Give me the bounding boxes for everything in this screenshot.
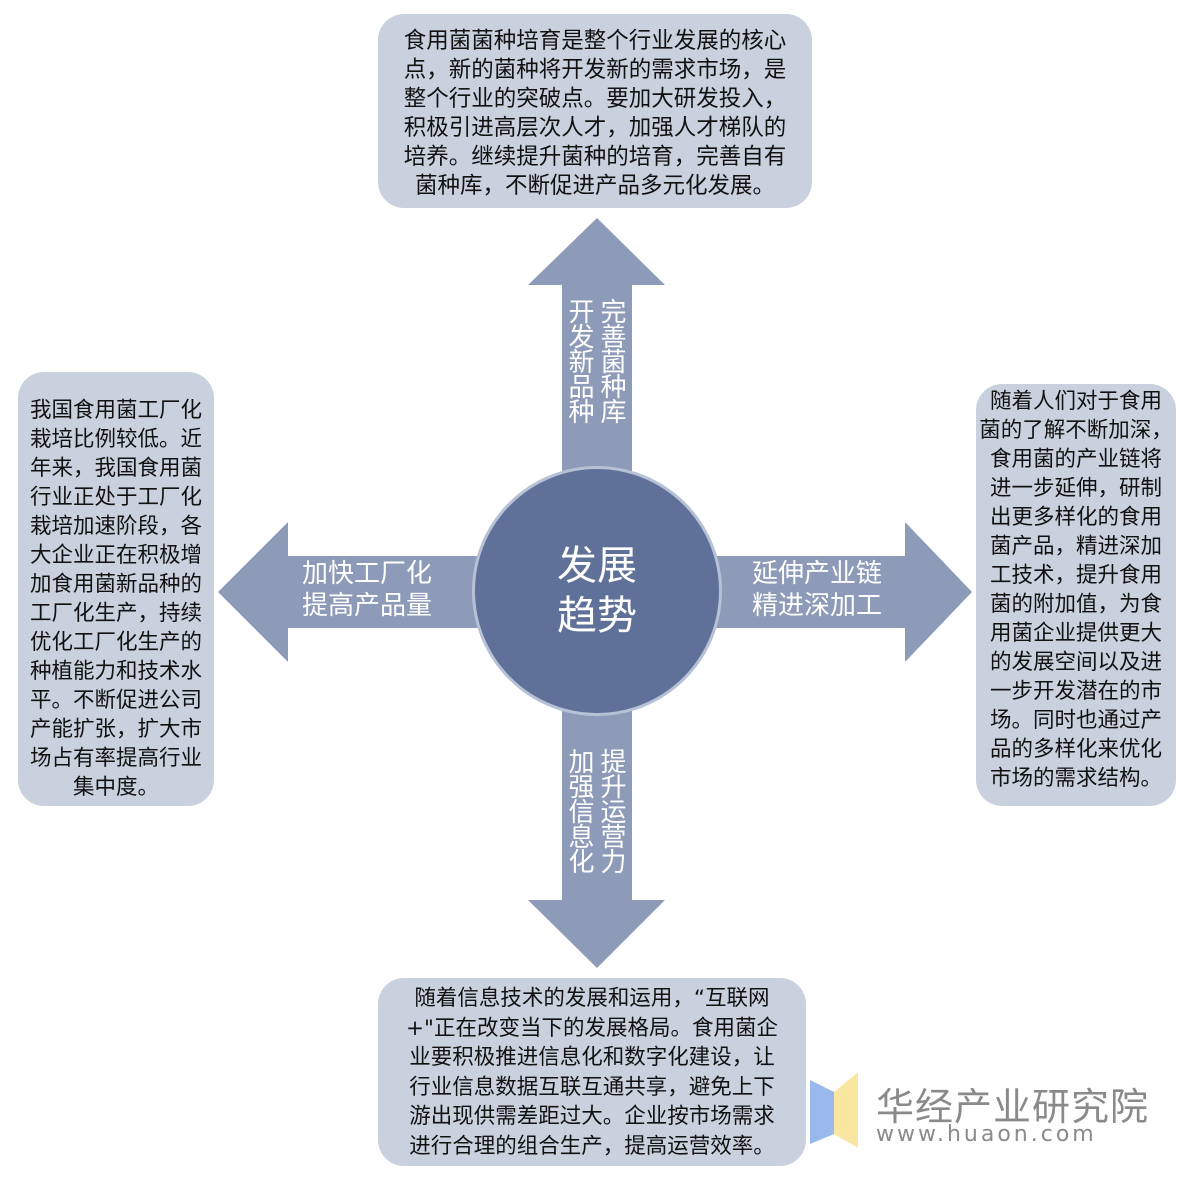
box-text-line: 食用菌的产业链将 <box>989 447 1162 472</box>
left-arrow-label: 加快工厂化 提高产品量 <box>302 558 432 622</box>
box-text-line: 产能扩张，扩大市 <box>29 717 202 742</box>
label-line: 提升运营力 <box>596 748 626 873</box>
box-text-line: 食用菌菌种培育是整个行业发展的核心 <box>403 28 787 54</box>
arrow-left <box>218 522 490 662</box>
box-text-line: 业要积极推进信息化和数字化建设，让 <box>409 1045 775 1070</box>
box-text-line: 行业正处于工厂化 <box>29 485 202 510</box>
box-text-line: 用菌企业提供更大 <box>989 621 1162 646</box>
box-text-line: 年来，我国食用菌 <box>29 456 202 481</box>
bottom-trend-box: 随着信息技术的发展和运用，“互联网 +"正在改变当下的发展格局。食用菌企业要积极推… <box>378 978 806 1166</box>
box-text-line: 平。不断促进公司 <box>29 688 202 713</box>
box-text-line: 场占有率提高行业 <box>29 746 202 771</box>
box-text-line: 进一步延伸，研制 <box>989 476 1162 501</box>
label-line: 加强信息化 <box>564 748 594 873</box>
box-text-line: 优化工厂化生产的 <box>29 630 202 655</box>
label-line: 加快工厂化 <box>302 559 433 589</box>
label-line: 完善菌种库 <box>596 298 626 423</box>
box-text-line: 随着人们对于食用 <box>989 389 1162 414</box>
box-text-line: 栽培加速阶段，各 <box>29 514 202 539</box>
watermark-url: www.huaon.com <box>876 1122 1097 1147</box>
box-text-line: 进行合理的组合生产，提高运营效率。 <box>409 1133 775 1159</box>
box-text-line: 整个行业的突破点。要加大研发投入， <box>403 86 787 112</box>
top-trend-box: 食用菌菌种培育是整个行业发展的核心点，新的菌种将开发新的需求市场，是整个行业的突… <box>378 14 812 208</box>
bottom-arrow-label: 提升运营力 加强信息化 <box>563 748 627 873</box>
box-text-line: 菌的附加值，为食 <box>989 592 1162 617</box>
box-text-line: 品的多样化来优化 <box>989 737 1162 762</box>
box-text-line: 菌的了解不断加深， <box>979 418 1173 443</box>
box-text-line: 游出现供需差距过大。企业按市场需求 <box>409 1104 775 1129</box>
label-line: 延伸产业链 <box>752 559 883 589</box>
box-text-line: 大企业正在积极增 <box>29 543 202 568</box>
center-circle: 发展 趋势 <box>472 466 722 716</box>
left-trend-box: 我国食用菌工厂化栽培比例较低。近年来，我国食用菌行业正处于工厂化栽培加速阶段，各… <box>18 372 214 806</box>
box-text-line: 点，新的菌种将开发新的需求市场，是 <box>403 57 787 83</box>
box-text-line: +"正在改变当下的发展格局。食用菌企 <box>406 1015 778 1041</box>
box-text-line: 出更多样化的食用 <box>989 505 1162 530</box>
box-text-line: 行业信息数据互联互通共享，避免上下 <box>409 1074 775 1100</box>
box-text-line: 积极引进高层次人才，加强人才梯队的 <box>403 115 787 141</box>
box-text-line: 市场的需求结构。 <box>989 766 1162 791</box>
top-arrow-label: 完善菌种库 开发新品种 <box>563 298 627 423</box>
box-text-line: 菌产品，精进深加 <box>989 534 1162 559</box>
arrow-up <box>528 218 665 480</box>
box-text-line: 种植能力和技术水 <box>29 659 202 684</box>
box-text-line: 我国食用菌工厂化 <box>29 398 202 423</box>
box-text-line: 集中度。 <box>72 775 159 800</box>
label-line: 提高产品量 <box>302 591 433 621</box>
label-line: 开发新品种 <box>564 298 594 423</box>
box-text-line: 场。同时也通过产 <box>989 708 1162 733</box>
watermark-logo-icon <box>810 1072 858 1148</box>
watermark-name: 华经产业研究院 <box>876 1085 1150 1129</box>
right-trend-box: 随着人们对于食用菌的了解不断加深， 食用菌的产业链将进一步延伸，研制出更多样化的食… <box>976 384 1176 806</box>
center-title-line: 趋势 <box>557 593 637 639</box>
box-text-line: 一步开发潜在的市 <box>989 679 1162 704</box>
box-text-line: 栽培比例较低。近 <box>29 427 202 452</box>
label-line: 精进深加工 <box>752 591 883 621</box>
center-title-line: 发展 <box>557 543 637 589</box>
box-text-line: 培养。继续提升菌种的培育，完善自有 <box>403 144 787 170</box>
box-text-line: 工厂化生产，持续 <box>29 601 202 626</box>
arrow-right <box>700 522 972 662</box>
box-text-line: 的发展空间以及进 <box>989 650 1162 675</box>
box-text-line: 工技术，提升食用 <box>989 563 1162 588</box>
box-text-line: 菌种库，不断促进产品多元化发展。 <box>414 173 775 199</box>
arrow-down <box>528 700 665 968</box>
right-arrow-label: 延伸产业链 精进深加工 <box>752 558 882 622</box>
box-text-line: 随着信息技术的发展和运用，“互联网 <box>414 986 770 1011</box>
box-text-line: 加食用菌新品种的 <box>29 572 202 597</box>
